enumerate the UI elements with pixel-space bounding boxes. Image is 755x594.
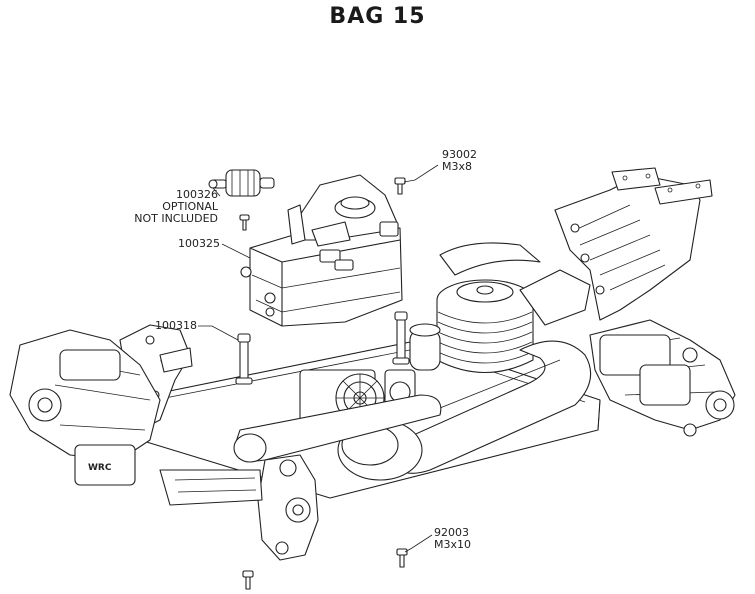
part-number-100318: 100318 xyxy=(155,319,197,332)
front-hub xyxy=(159,454,319,561)
part-number-100326: 100326 xyxy=(176,188,218,201)
tank-screw-left xyxy=(239,214,250,231)
exhaust-pipe xyxy=(337,340,592,481)
fuel-filter xyxy=(208,169,275,197)
front-suspension: WRC xyxy=(9,329,161,486)
engine xyxy=(409,242,591,373)
screw-m3x10 xyxy=(396,548,408,568)
part-size-m3x8: M3x8 xyxy=(442,160,472,173)
callout-screw-m3x8: 93002 M3x8 xyxy=(442,149,477,173)
page-title: BAG 15 xyxy=(329,4,426,29)
part-size-m3x10: M3x10 xyxy=(434,538,471,551)
svg-text:WRC: WRC xyxy=(88,463,112,473)
part-number-93002: 93002 xyxy=(442,148,477,161)
leader-lines xyxy=(198,164,439,553)
tank-post-right xyxy=(392,311,410,365)
tank-post-left xyxy=(235,333,253,385)
callout-fuel-filter: 100326 OPTIONAL NOT INCLUDED xyxy=(118,189,218,225)
callout-tank-posts: 100318 xyxy=(140,320,197,332)
screw-bottom-loose xyxy=(242,570,254,590)
callout-screw-m3x10: 92003 M3x10 xyxy=(434,527,471,551)
optional-note: OPTIONAL xyxy=(162,200,218,213)
screw-m3x8 xyxy=(394,177,406,195)
part-number-92003: 92003 xyxy=(434,526,469,539)
rear-shock-tower xyxy=(554,167,713,321)
rear-suspension xyxy=(589,319,736,437)
not-included-note: NOT INCLUDED xyxy=(134,212,218,225)
fuel-tank xyxy=(240,174,403,327)
part-number-100325: 100325 xyxy=(178,237,220,250)
callout-fuel-tank: 100325 xyxy=(160,238,220,250)
fuel-line-pipe xyxy=(233,394,442,463)
